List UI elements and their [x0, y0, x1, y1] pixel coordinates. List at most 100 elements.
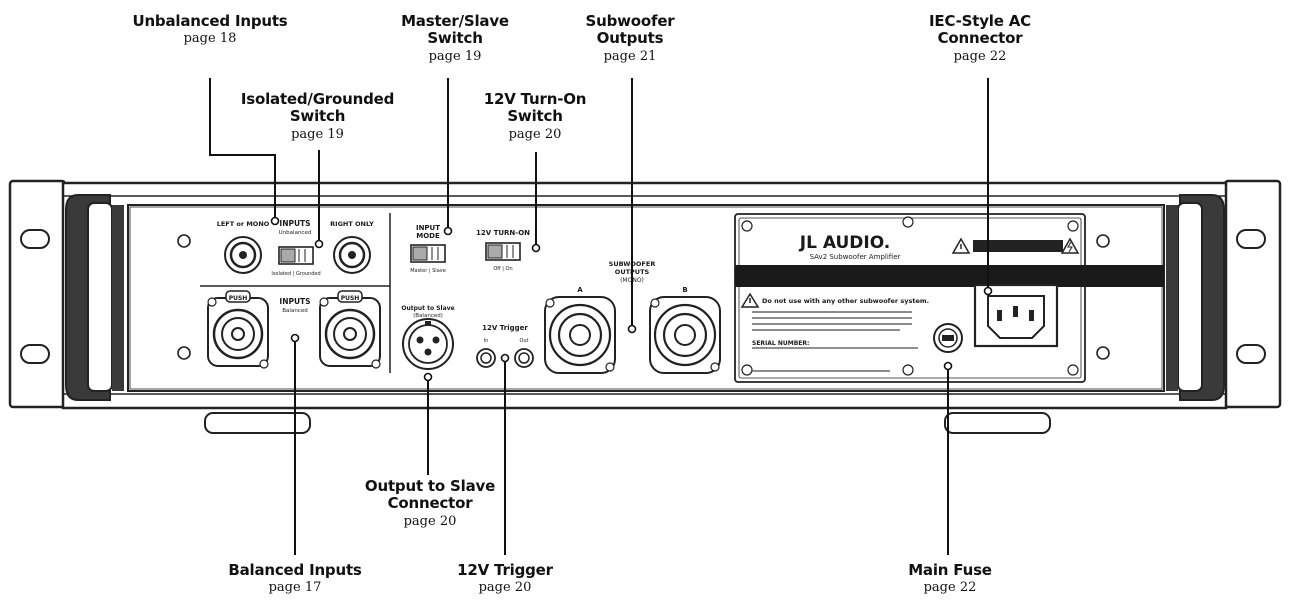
callout-turn-on-switch: 12V Turn-On Switch page 20 — [465, 90, 605, 142]
right-foot — [944, 412, 1051, 434]
input-mode-title: INPUT — [416, 224, 440, 232]
warning-triangle-icon — [951, 237, 971, 254]
callout-page: page 20 — [508, 126, 562, 142]
right-ear-slot-top — [1236, 229, 1266, 249]
leader-dot-sub-outputs — [627, 324, 637, 334]
trigger-label: 12V Trigger — [482, 324, 528, 332]
high-voltage-warning-icon — [1060, 237, 1080, 254]
off-on-label: Off | On — [493, 266, 512, 272]
callout-page: page 22 — [923, 580, 977, 596]
callout-title-line2: Outputs — [596, 29, 664, 48]
callout-iec-connector: IEC-Style AC Connector page 22 — [895, 12, 1065, 64]
output-to-slave-label: Output to Slave — [401, 305, 454, 312]
xlr-combo-input-right[interactable]: PUSH — [319, 290, 381, 369]
push-tab-left: PUSH — [229, 295, 248, 302]
callout-title-line2: Switch — [289, 107, 346, 126]
leader-dot-balanced — [290, 333, 300, 343]
panel-screw-bottom-left — [177, 346, 191, 360]
callout-isolated-grounded-switch: Isolated/Grounded Switch page 19 — [225, 90, 410, 142]
right-rack-ear — [1223, 179, 1282, 409]
main-fuse-holder[interactable] — [933, 323, 963, 353]
callout-title: Main Fuse — [908, 561, 992, 579]
trigger-in-label: In — [484, 338, 489, 344]
output-a-label: A — [577, 286, 583, 294]
left-or-mono-label: LEFT or MONO — [217, 220, 270, 228]
callout-page: page 19 — [291, 126, 344, 142]
master-slave-switch[interactable] — [410, 244, 446, 263]
12v-turn-on-switch[interactable] — [485, 242, 521, 261]
callout-main-fuse: Main Fuse page 22 — [885, 561, 1015, 596]
callout-title: Balanced Inputs — [228, 561, 362, 579]
left-foot — [204, 412, 311, 434]
right-ear-slot-bottom — [1236, 344, 1266, 364]
callout-title-line1: Output to Slave — [364, 477, 496, 495]
callout-title-line2: Connector — [937, 29, 1023, 48]
panel-screw-top-left — [177, 234, 191, 248]
panel-screw-top-right — [1096, 234, 1110, 248]
callout-output-to-slave-connector: Output to Slave Connector page 20 — [350, 477, 510, 529]
callout-title-line2: Connector — [387, 494, 473, 513]
rca-right-only[interactable] — [333, 236, 371, 274]
panel-screw-bottom-right — [1096, 346, 1110, 360]
rca-left-or-mono[interactable] — [224, 236, 262, 274]
serial-number-label: SERIAL NUMBER: — [752, 340, 809, 347]
leader-dot-trigger — [500, 353, 510, 363]
callout-page: page 19 — [428, 48, 482, 64]
trigger-out-label: Out — [519, 338, 528, 344]
callout-title-line1: Isolated/Grounded — [240, 90, 395, 108]
inputs-balanced-subtitle: Balanced — [282, 308, 307, 314]
callout-page: page 21 — [603, 48, 657, 64]
warning-text: Do not use with any other subwoofer syst… — [762, 297, 929, 305]
leader-dot-fuse — [943, 361, 953, 371]
left-ear-slot-bottom — [20, 344, 50, 364]
brand-logo: JL AUDIO. — [799, 233, 891, 253]
leader-dot-master-slave — [443, 226, 453, 236]
callout-title-line1: Master/Slave — [401, 12, 509, 30]
leader-dot-output-slave — [423, 372, 433, 382]
callout-page: page 20 — [478, 580, 532, 596]
callout-page: page 18 — [183, 31, 237, 47]
callout-title-line1: IEC-Style AC — [929, 12, 1031, 30]
output-to-slave-sublabel: (Balanced) — [413, 313, 443, 319]
callout-title-line2: Switch — [427, 29, 483, 48]
caution-triangle-icon — [740, 292, 760, 308]
callout-title-line2: Switch — [507, 107, 563, 126]
leader-dot-unbalanced — [270, 216, 280, 226]
inputs-unbalanced-subtitle: Unbalanced — [279, 230, 312, 236]
callout-title: 12V Trigger — [457, 561, 553, 579]
leader-dot-isolated — [314, 239, 324, 249]
left-ear-slot-top — [20, 229, 50, 249]
turn-on-title: 12V TURN-ON — [476, 229, 530, 237]
speakon-output-a[interactable] — [544, 296, 616, 374]
inputs-balanced-title: INPUTS — [279, 297, 310, 306]
callout-title-line1: 12V Turn-On — [483, 90, 587, 108]
leader-dot-iec — [983, 286, 993, 296]
push-tab-right: PUSH — [341, 295, 360, 302]
model-name: SAv2 Subwoofer Amplifier — [810, 253, 901, 261]
callout-master-slave-switch: Master/Slave Switch page 19 — [385, 12, 525, 64]
callout-subwoofer-outputs: Subwoofer Outputs page 21 — [560, 12, 700, 64]
right-only-label: RIGHT ONLY — [330, 220, 374, 228]
leader-dot-turn-on — [531, 243, 541, 253]
speakon-output-b[interactable] — [649, 296, 721, 374]
xlr-combo-input-left[interactable]: PUSH — [207, 290, 269, 369]
callout-12v-trigger: 12V Trigger page 20 — [430, 561, 580, 596]
callout-title: Unbalanced Inputs — [132, 12, 288, 30]
callout-balanced-inputs: Balanced Inputs page 17 — [205, 561, 385, 596]
trigger-jack-out[interactable] — [514, 348, 534, 368]
leader-unbalanced-inputs — [209, 78, 276, 220]
input-mode-subtitle: MODE — [416, 232, 440, 240]
isolated-grounded-switch[interactable] — [278, 246, 314, 265]
output-b-label: B — [682, 286, 687, 294]
master-slave-label: Master | Slave — [410, 268, 446, 274]
xlr-output-to-slave[interactable] — [402, 318, 454, 370]
trigger-jack-in[interactable] — [476, 348, 496, 368]
callout-page: page 20 — [403, 513, 457, 529]
callout-title-line1: Subwoofer — [585, 12, 675, 30]
inputs-unbalanced-title: INPUTS — [279, 219, 310, 228]
callout-page: page 17 — [268, 580, 322, 596]
isolated-grounded-label: Isolated | Grounded — [271, 271, 320, 277]
left-rack-ear — [8, 179, 67, 409]
callout-unbalanced-inputs: Unbalanced Inputs page 18 — [115, 12, 305, 47]
